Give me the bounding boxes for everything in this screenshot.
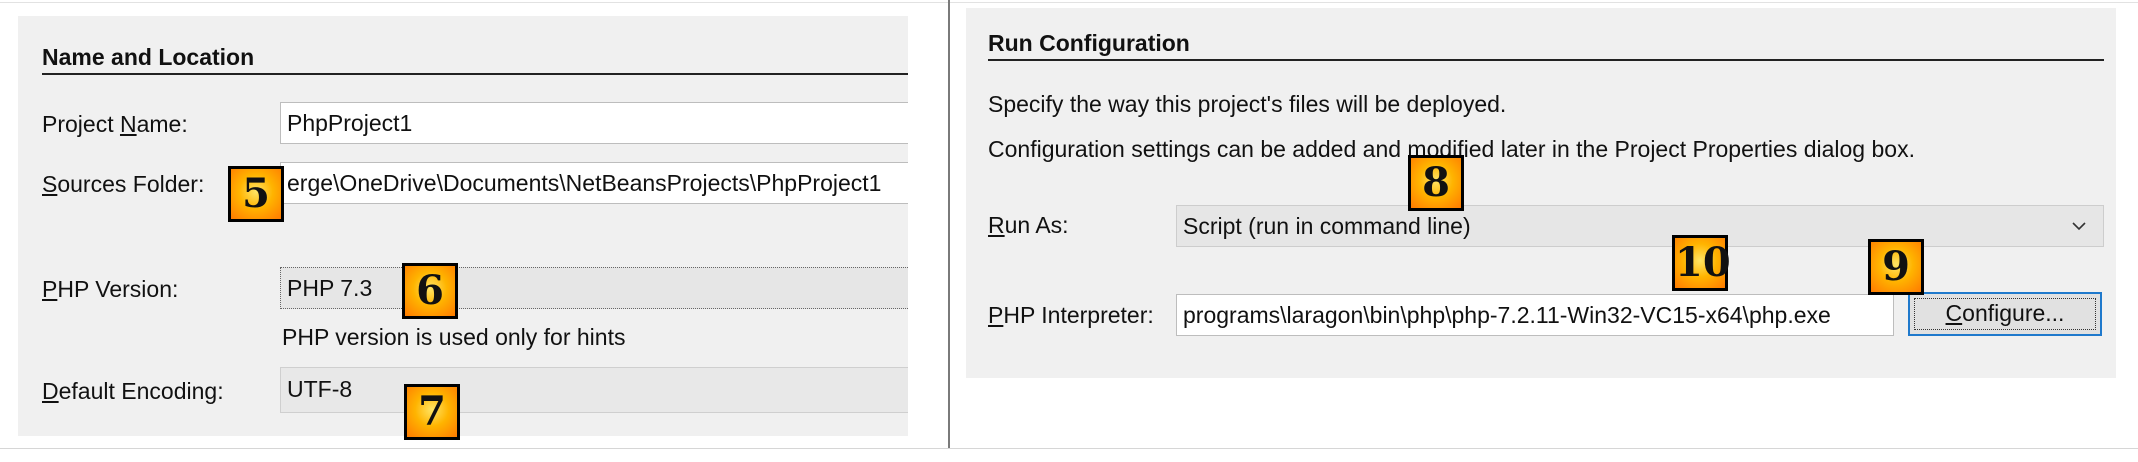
default-encoding-label: Default Encoding: — [42, 378, 224, 404]
php-interpreter-label: PHP Interpreter: — [988, 302, 1154, 328]
callout-badge-10: 10 — [1672, 235, 1731, 291]
run-as-dropdown[interactable]: Script (run in command line) — [1176, 205, 2104, 247]
run-as-value: Script (run in command line) — [1183, 213, 1471, 239]
run-configuration-heading: Run Configuration — [988, 30, 2104, 61]
php-version-hint: PHP version is used only for hints — [282, 324, 626, 350]
callout-badge-5: 5 — [228, 166, 284, 222]
default-encoding-select[interactable]: UTF-8 — [280, 367, 908, 413]
bottom-border — [0, 448, 2138, 449]
callout-badge-8: 8 — [1408, 155, 1464, 211]
chevron-down-icon — [2072, 222, 2086, 231]
deployment-description: Specify the way this project's files wil… — [988, 91, 1507, 117]
php-version-label: PHP Version: — [42, 276, 179, 302]
php-interpreter-input[interactable]: programs\laragon\bin\php\php-7.2.11-Win3… — [1176, 294, 1894, 336]
panel-divider — [948, 0, 950, 448]
callout-badge-7: 7 — [404, 384, 460, 440]
callout-badge-9: 9 — [1868, 239, 1924, 295]
callout-badge-6: 6 — [402, 263, 458, 319]
top-border — [0, 2, 2138, 3]
sources-folder-label: Sources Folder: — [42, 171, 205, 197]
run-configuration-panel: Run Configuration Specify the way this p… — [966, 8, 2116, 378]
run-as-label: Run As: — [988, 212, 1069, 238]
project-name-input[interactable]: PhpProject1 — [280, 102, 908, 144]
configure-button[interactable]: Configure... — [1908, 292, 2102, 336]
sources-folder-input[interactable]: erge\OneDrive\Documents\NetBeansProjects… — [280, 162, 908, 204]
name-and-location-panel: Name and Location Project Name: PhpProje… — [18, 16, 908, 436]
php-version-select[interactable]: PHP 7.3 — [280, 267, 908, 309]
name-and-location-heading: Name and Location — [42, 44, 908, 75]
project-name-label: Project Name: — [42, 111, 188, 137]
focus-ring — [1914, 298, 2096, 330]
